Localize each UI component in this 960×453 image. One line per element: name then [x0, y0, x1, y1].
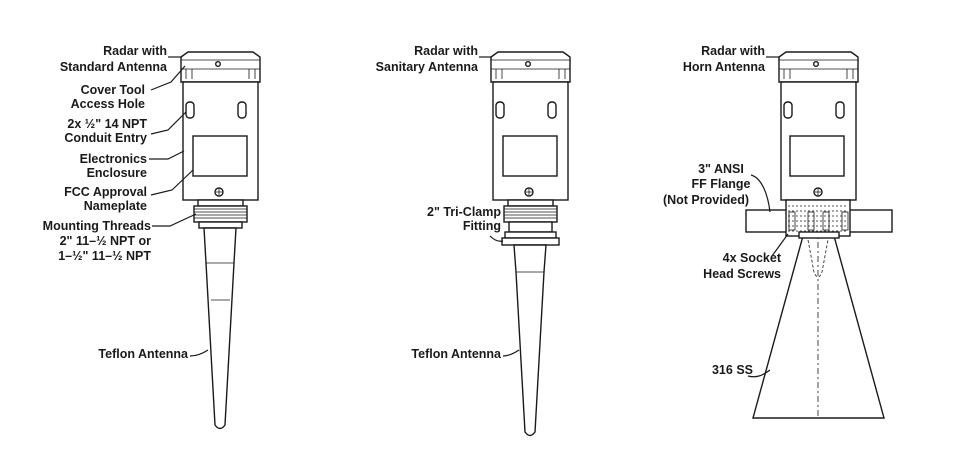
mounting-label-line2: 2" 11–½ NPT or	[60, 234, 152, 248]
triclamp-label-line2: Fitting	[463, 219, 501, 233]
standard-antenna-unit	[180, 51, 261, 430]
fcc-label-line1: FCC Approval	[64, 185, 147, 199]
sanitary-antenna-unit	[490, 51, 571, 437]
standard-cover-cap	[180, 51, 261, 83]
standard-labels: Radar with Standard Antenna Cover Tool A…	[43, 44, 209, 361]
standard-antenna-leader	[189, 349, 209, 357]
mounting-label-line3: 1–½" 11–½ NPT	[58, 249, 151, 263]
fcc-label-line2: Nameplate	[84, 199, 147, 213]
conduit-entry-icon	[783, 101, 793, 119]
material-leader	[747, 369, 771, 378]
cover-tool-leader	[150, 65, 186, 91]
conduit-entry-icon	[835, 101, 845, 119]
tri-clamp-fitting	[504, 231, 557, 239]
horn-cover-cap	[778, 51, 859, 83]
conduit-leader	[150, 111, 187, 135]
horn-nameplate	[789, 135, 845, 177]
mounting-leader	[152, 213, 197, 227]
sanitary-cover-cap	[490, 51, 571, 83]
sanitary-title-line2: Sanitary Antenna	[376, 60, 479, 74]
horn-title-line1: Radar with	[701, 44, 765, 58]
cover-tool-hole-icon	[214, 61, 221, 68]
triclamp-leader	[489, 235, 504, 242]
standard-antenna-label: Teflon Antenna	[98, 347, 189, 361]
conduit-entry-icon	[185, 101, 195, 119]
cover-tool-label-line1: Cover Tool	[81, 83, 145, 97]
electronics-label-line2: Enclosure	[87, 166, 147, 180]
sanitary-title-line1: Radar with	[414, 44, 478, 58]
standard-teflon-antenna	[203, 227, 237, 430]
horn-title-line2: Horn Antenna	[683, 60, 766, 74]
sanitary-antenna-label: Teflon Antenna	[411, 347, 502, 361]
socket-screw-icon	[822, 211, 830, 231]
flange-label-line2: FF Flange	[691, 177, 750, 191]
horn-labels: Radar with Horn Antenna 3" ANSI FF Flang…	[663, 44, 789, 378]
socket-screw-icon	[807, 211, 815, 231]
mounting-label-line1: Mounting Threads	[43, 219, 151, 233]
screws-label-line1: 4x Socket	[723, 251, 782, 265]
conduit-label-line2: Conduit Entry	[64, 131, 147, 145]
standard-title-line2: Standard Antenna	[60, 60, 168, 74]
conduit-entry-icon	[237, 101, 247, 119]
triclamp-label-line1: 2" Tri-Clamp	[427, 205, 501, 219]
socket-screw-icon	[788, 211, 796, 231]
sanitary-teflon-antenna	[513, 244, 547, 437]
fcc-nameplate	[192, 135, 248, 177]
conduit-entry-icon	[547, 101, 557, 119]
screws-leader	[771, 233, 789, 257]
flange-label-line3: (Not Provided)	[663, 193, 749, 207]
fcc-leader	[150, 169, 194, 196]
sanitary-antenna-leader	[502, 349, 520, 357]
electronics-label-line1: Electronics	[80, 152, 147, 166]
flange-leader	[750, 174, 771, 213]
horn-antenna-unit	[745, 51, 893, 419]
screws-label-line2: Head Screws	[703, 267, 781, 281]
cover-tool-label-line2: Access Hole	[71, 97, 145, 111]
cover-tool-hole-icon	[525, 61, 532, 68]
sanitary-labels: Radar with Sanitary Antenna 2" Tri-Clamp…	[376, 44, 520, 361]
flange-label-line1: 3" ANSI	[698, 162, 744, 176]
conduit-label-line1: 2x ½" 14 NPT	[67, 117, 147, 131]
standard-title-line1: Radar with	[103, 44, 167, 58]
electronics-leader	[149, 150, 185, 160]
socket-screw-icon	[841, 211, 849, 231]
mounting-threads	[193, 205, 248, 223]
horn-cone-inner	[807, 239, 829, 278]
conduit-entry-icon	[495, 101, 505, 119]
cover-tool-hole-icon	[813, 61, 820, 68]
sanitary-nameplate	[502, 135, 558, 177]
material-label: 316 SS	[712, 363, 753, 377]
